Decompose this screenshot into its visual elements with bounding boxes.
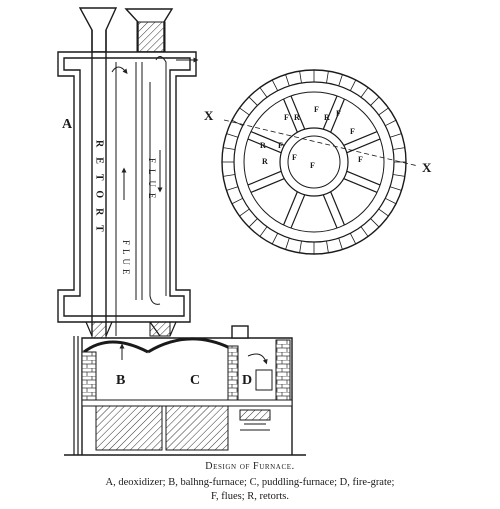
label-b: B — [116, 373, 125, 388]
plan-spoke-wall — [290, 95, 306, 130]
flue-left-vertical-label: FLUE — [121, 240, 131, 279]
ring-brick-joint — [385, 119, 397, 127]
ring-brick-joint — [392, 174, 405, 177]
label-x-left: X — [204, 108, 214, 123]
ring-brick-joint — [338, 74, 343, 87]
ring-brick-joint — [378, 107, 389, 116]
plan-label-retort: R — [324, 113, 330, 122]
ring-brick-joint — [326, 240, 329, 253]
fire-door — [255, 369, 273, 391]
ring-brick-joint — [239, 107, 250, 116]
ring-brick-joint — [271, 233, 279, 245]
plan-label-flue: F — [310, 161, 315, 170]
flue-right-vertical-label: FLUE — [147, 158, 157, 205]
divider-wall — [227, 345, 239, 405]
ring-brick-joint — [248, 218, 258, 228]
plan-spoke-wall — [282, 98, 298, 133]
ring-brick-joint — [378, 208, 389, 217]
ring-brick-joint — [226, 133, 239, 138]
ring-brick-joint — [299, 71, 302, 84]
deoxidizer-stack — [57, 7, 199, 339]
label-a: A — [62, 117, 73, 132]
label-c: C — [190, 373, 200, 388]
plan-label-retort: R — [294, 113, 300, 122]
furnace-body — [64, 325, 306, 456]
arch-b — [83, 340, 149, 354]
ring-brick-joint — [271, 79, 279, 91]
chimney-cap — [136, 21, 166, 53]
left-hopper — [78, 7, 118, 53]
ring-brick-joint — [385, 197, 397, 205]
ring-brick-joint — [285, 74, 290, 87]
arch-c — [147, 337, 231, 354]
ring-brick-joint — [392, 147, 405, 150]
plan-label-flue: F — [350, 127, 355, 136]
plan-spoke-wall — [343, 178, 378, 194]
ring-brick-joint — [259, 226, 268, 237]
plan-spoke-wall — [250, 130, 285, 146]
caption-line-2: F, flues; R, retorts. — [211, 491, 289, 502]
ring-brick-joint — [259, 87, 268, 98]
ring-brick-joint — [226, 186, 239, 191]
plan-label-retort: R — [262, 157, 268, 166]
upper-box-outline — [57, 51, 197, 323]
ring-brick-joint — [223, 174, 236, 177]
plan-label-retort: R — [260, 141, 266, 150]
plan-spoke-wall — [343, 130, 378, 146]
ring-brick-joint — [299, 240, 302, 253]
plan-spoke-wall — [282, 191, 298, 226]
ring-brick-joint — [349, 79, 357, 91]
plan-label-flue: F — [358, 155, 363, 164]
top-chimney — [231, 325, 249, 339]
plan-label-flue: F — [336, 109, 341, 118]
plan-spoke-wall — [330, 98, 346, 133]
plan-spoke-wall — [290, 194, 306, 229]
ring-brick-joint — [370, 96, 380, 106]
plan-spoke-wall — [247, 170, 282, 186]
ring-brick-joint — [326, 71, 329, 84]
label-x-right: X — [422, 160, 432, 175]
ring-brick-joint — [389, 186, 402, 191]
retort-vertical-label: RETORT — [94, 140, 105, 242]
ring-brick-joint — [239, 208, 250, 217]
right-wall — [275, 339, 291, 403]
plan-spoke-wall — [322, 95, 338, 130]
ring-brick-joint — [285, 237, 290, 250]
label-d: D — [242, 373, 252, 388]
fire-grate — [239, 409, 271, 431]
ring-brick-joint — [360, 87, 369, 98]
plan-spoke-wall — [247, 138, 282, 154]
plan-label-flue: F — [284, 113, 289, 122]
hearth-c — [165, 403, 229, 451]
caption-title: Design of Furnace. — [205, 461, 295, 472]
ring-brick-joint — [231, 197, 243, 205]
caption-line-1: A, deoxidizer; B, balhng-furnace; C, pud… — [105, 477, 395, 488]
plan-spoke-wall — [346, 170, 381, 186]
plan-spoke-wall — [330, 191, 346, 226]
ring-brick-joint — [223, 147, 236, 150]
ring-brick-joint — [349, 233, 357, 245]
plan-label-flue: F — [278, 141, 283, 150]
ring-brick-joint — [360, 226, 369, 237]
ring-brick-joint — [370, 218, 380, 228]
ring-brick-joint — [338, 237, 343, 250]
plan-label-flue: F — [314, 105, 319, 114]
hearth-b — [95, 403, 163, 451]
ring-brick-joint — [231, 119, 243, 127]
ring-brick-joint — [248, 96, 258, 106]
ring-brick-joint — [389, 133, 402, 138]
left-wall — [81, 351, 97, 403]
plan-section — [221, 69, 419, 255]
plan-spoke-wall — [250, 178, 285, 194]
plan-label-flue: F — [292, 153, 297, 162]
plan-spoke-wall — [322, 194, 338, 229]
